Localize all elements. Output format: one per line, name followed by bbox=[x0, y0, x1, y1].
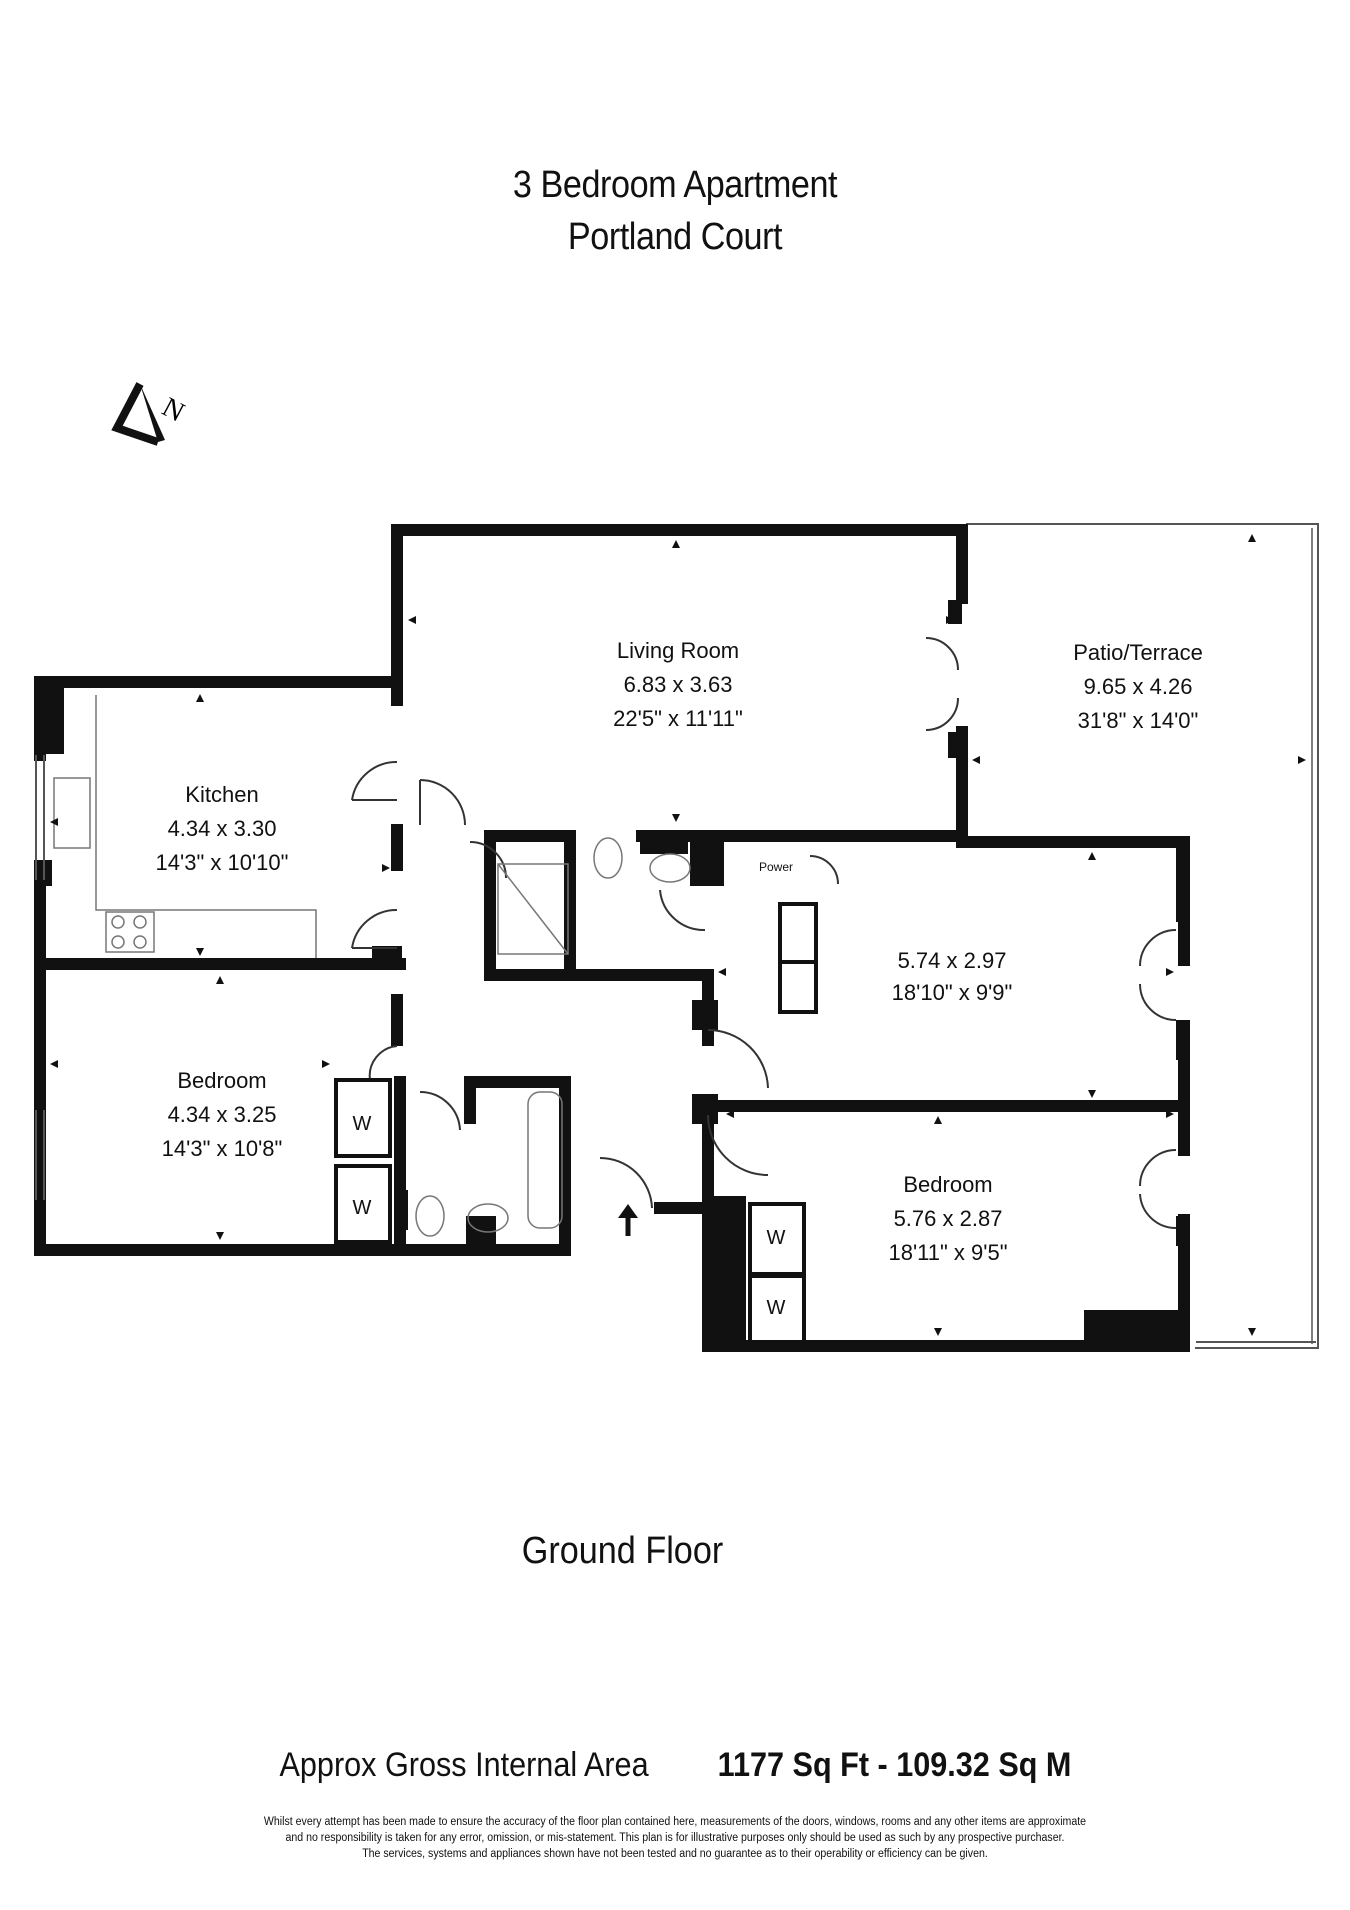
bedroom-right-name: Bedroom bbox=[903, 1172, 992, 1197]
living-room-metric: 6.83 x 3.63 bbox=[624, 672, 733, 697]
disclaimer: Whilst every attempt has been made to en… bbox=[215, 1814, 1135, 1862]
area-value: 1177 Sq Ft - 109.32 Sq M bbox=[717, 1746, 1072, 1784]
main-bedroom-metric: 5.74 x 2.97 bbox=[898, 948, 1007, 973]
bedroom-right-imperial: 18'11" x 9'5" bbox=[888, 1240, 1007, 1265]
wardrobe-label: W bbox=[353, 1113, 372, 1135]
room-labels: Living Room 6.83 x 3.63 22'5" x 11'11" P… bbox=[156, 638, 1203, 1319]
disclaimer-line: and no responsibility is taken for any e… bbox=[285, 1832, 1065, 1844]
doors bbox=[351, 637, 1177, 1230]
power-label: Power bbox=[759, 860, 793, 874]
plan-subtitle: Portland Court bbox=[567, 216, 783, 258]
patio-outline bbox=[966, 523, 1319, 1349]
bedroom-left-imperial: 14'3" x 10'8" bbox=[162, 1136, 283, 1161]
kitchen-name: Kitchen bbox=[185, 782, 258, 807]
patio-imperial: 31'8" x 14'0" bbox=[1078, 708, 1199, 733]
kitchen-metric: 4.34 x 3.30 bbox=[168, 816, 277, 841]
entrance-arrow-icon bbox=[618, 1204, 638, 1236]
kitchen-counter bbox=[53, 695, 317, 958]
patio-metric: 9.65 x 4.26 bbox=[1084, 674, 1193, 699]
living-room-imperial: 22'5" x 11'11" bbox=[613, 706, 743, 731]
bedroom-right-metric: 5.76 x 2.87 bbox=[894, 1206, 1003, 1231]
patio-name: Patio/Terrace bbox=[1073, 640, 1203, 665]
windows bbox=[35, 755, 45, 1200]
wardrobe-label: W bbox=[767, 1227, 786, 1249]
main-bedroom-imperial: 18'10" x 9'9" bbox=[892, 980, 1013, 1005]
area-line: Approx Gross Internal Area 1177 Sq Ft - … bbox=[0, 1746, 1350, 1785]
wall-masses bbox=[34, 600, 1190, 1346]
walls bbox=[34, 524, 1190, 1352]
bath-fixtures bbox=[415, 837, 691, 1237]
dimension-markers bbox=[50, 534, 1306, 1336]
living-room-name: Living Room bbox=[617, 638, 739, 663]
bedroom-left-name: Bedroom bbox=[177, 1068, 266, 1093]
north-arrow-icon: N bbox=[111, 382, 189, 446]
kitchen-imperial: 14'3" x 10'10" bbox=[156, 850, 289, 875]
wardrobes bbox=[334, 902, 818, 1348]
disclaimer-line: The services, systems and appliances sho… bbox=[362, 1848, 988, 1860]
floor-label: Ground Floor bbox=[521, 1530, 724, 1572]
wardrobe-label: W bbox=[353, 1197, 372, 1219]
north-letter: N bbox=[157, 392, 189, 429]
bedroom-left-metric: 4.34 x 3.25 bbox=[168, 1102, 277, 1127]
plan-title: 3 Bedroom Apartment bbox=[512, 164, 838, 206]
wardrobe-label: W bbox=[767, 1297, 786, 1319]
disclaimer-line: Whilst every attempt has been made to en… bbox=[263, 1816, 1087, 1828]
area-label: Approx Gross Internal Area bbox=[279, 1746, 649, 1784]
